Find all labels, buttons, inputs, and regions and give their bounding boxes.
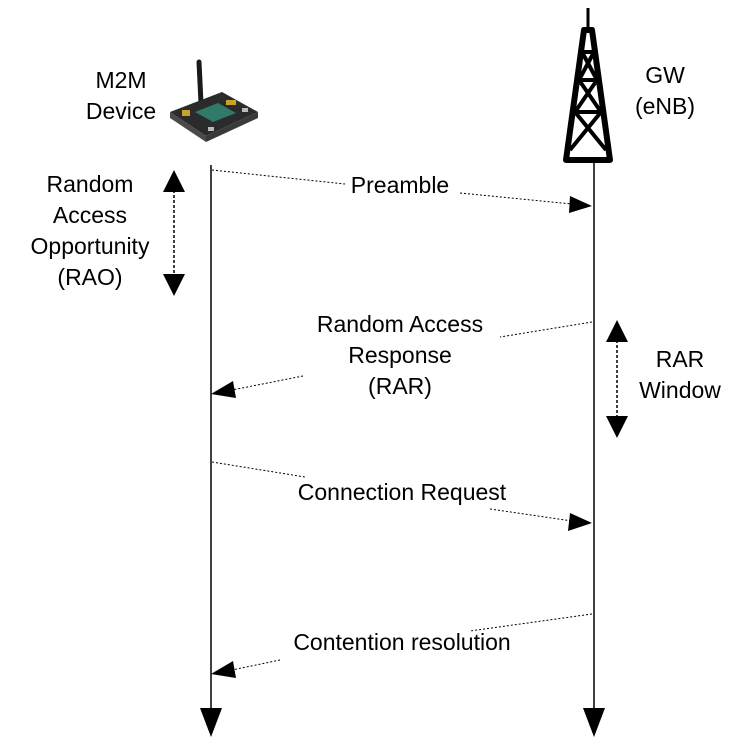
rar-window-interval-arrow [606,320,628,438]
m2m-board-device-icon [170,59,258,142]
rar-label: Random Access Response (RAR) [290,309,510,402]
rao-label-line1: Random [46,171,134,197]
device-label: M2M Device [66,65,176,127]
rar-label-line2: Response [348,342,452,368]
rar-window-label-line2: Window [639,377,721,403]
rao-label: Random Access Opportunity (RAO) [20,169,160,293]
rar-message-arrow [211,321,593,398]
device-lifeline-arrowhead [200,708,222,737]
gateway-label-line2: (eNB) [634,93,696,119]
connection-request-label-line1: Connection Request [297,479,507,505]
rao-label-line3: Opportunity [30,233,150,259]
connection-request-label: Connection Request [262,477,542,508]
device-label-line2: Device [85,98,157,124]
rar-window-label: RAR Window [630,344,730,406]
connection-request-message-arrow [211,461,592,531]
rao-label-line4: (RAO) [57,264,123,290]
preamble-label-line1: Preamble [350,172,450,198]
rar-label-line1: Random Access [316,311,484,337]
contention-resolution-label: Contention resolution [262,627,542,658]
cell-tower-icon [563,8,613,163]
preamble-message-arrow [211,169,592,213]
gateway-lifeline-arrowhead [583,708,605,737]
rar-label-line3: (RAR) [368,373,432,399]
preamble-label: Preamble [310,170,490,201]
contention-resolution-label-line1: Contention resolution [293,629,511,655]
gateway-label-line1: GW [645,62,685,88]
rao-interval-arrow [163,170,185,296]
gateway-label: GW (eNB) [620,60,710,122]
device-label-line1: M2M [95,67,147,93]
contention-resolution-message-arrow [211,613,593,678]
rar-window-label-line1: RAR [655,346,705,372]
rao-label-line2: Access [52,202,128,228]
